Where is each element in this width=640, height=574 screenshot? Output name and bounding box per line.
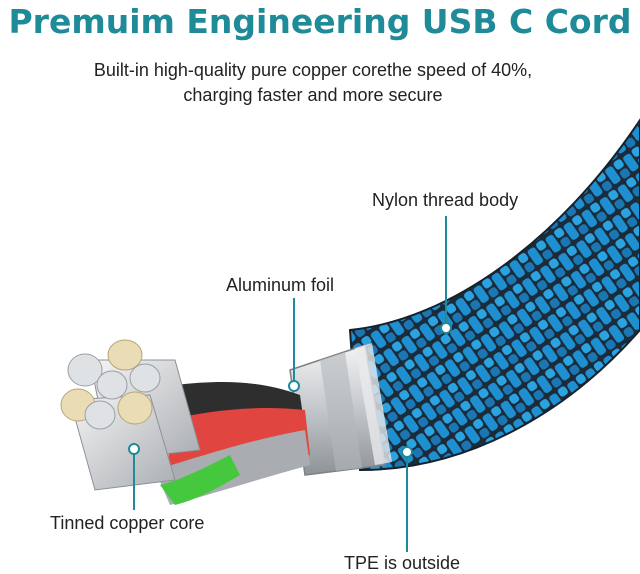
- callout-tpe-outside: TPE is outside: [344, 553, 461, 573]
- tinned-copper-strands: [60, 339, 201, 491]
- subtitle-line-2: charging faster and more secure: [183, 85, 443, 105]
- inner-wires: [155, 382, 310, 505]
- braided-cable-body: [348, 118, 640, 472]
- subtitle-line-1: Built-in high-quality pure copper coreth…: [93, 60, 533, 80]
- page-title: Premuim Engineering USB C Cord: [8, 2, 632, 41]
- callout-aluminum-foil: Aluminum foil: [226, 275, 335, 295]
- aluminum-ferrule: [289, 343, 392, 476]
- callout-lines: [128, 216, 452, 552]
- callout-nylon-thread-body: Nylon thread body: [372, 190, 519, 210]
- callout-tinned-copper-core: Tinned copper core: [50, 513, 205, 533]
